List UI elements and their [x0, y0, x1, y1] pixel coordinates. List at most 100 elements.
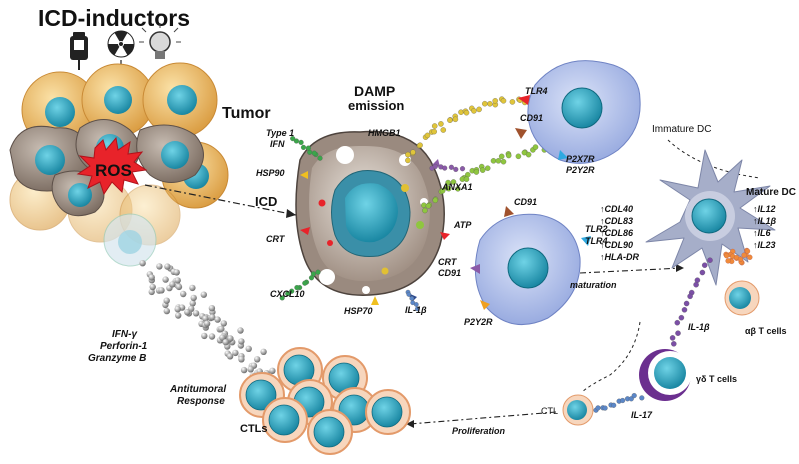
granzyme-label: Granzyme B [88, 353, 146, 364]
cytokine-dot [723, 253, 730, 259]
molecule-dot [308, 275, 315, 281]
molecule-dot [681, 307, 688, 313]
proliferation-label: Proliferation [452, 426, 506, 436]
proliferation-arrowhead [406, 420, 414, 428]
effector-bead [190, 294, 197, 302]
molecule-dot [417, 142, 423, 148]
molecule-dot [620, 397, 626, 404]
molecule-dot [458, 109, 464, 115]
ros-burst [76, 136, 148, 196]
effector-bead [162, 276, 169, 283]
dc-marker-label: ↑CDL83 [600, 216, 633, 226]
molecule-dot [683, 300, 690, 307]
molecule-dot [459, 166, 466, 172]
il1b-cell-label: IL-1β [405, 305, 427, 315]
hmgb1-label: HMGB1 [368, 128, 401, 138]
molecule-dot [500, 98, 507, 104]
molecule-dot [450, 179, 457, 185]
il17-label: IL-17 [631, 410, 653, 420]
molecule-dot [525, 151, 532, 158]
iv-bag-icon [70, 32, 88, 70]
molecule-dot [479, 167, 486, 173]
molecule-dot [693, 281, 699, 288]
molecule-dot [628, 396, 634, 402]
effector-bead [208, 305, 216, 312]
dc-cytokine-label: ↑IL12 [753, 204, 776, 214]
perforin-label: Perforin-1 [100, 341, 148, 352]
effector-bead [247, 366, 254, 373]
crt-left-label: CRT [266, 234, 286, 244]
maturation-arrow [579, 267, 683, 274]
effector-bead [164, 263, 171, 270]
molecule-dot [431, 128, 437, 135]
effector-bead [148, 288, 155, 296]
ctl-label: CTL [541, 406, 558, 416]
molecule-dot [452, 116, 459, 123]
molecule-dot [595, 405, 601, 411]
molecule-dot [439, 188, 446, 194]
effector-bead [220, 320, 227, 327]
crt-right-label: CRT [438, 257, 458, 267]
molecule-dot [305, 145, 311, 151]
dc-marker-label: ↑CDL40 [600, 204, 633, 214]
tlr4-mid-label: TLR4 [585, 236, 608, 246]
molecule-dot [440, 127, 447, 133]
molecule-dot [674, 319, 681, 326]
molecule-dot [602, 405, 608, 411]
effector-bead [222, 339, 229, 346]
effector-bead [180, 290, 187, 298]
effector-bead [189, 284, 196, 292]
molecule-dot [302, 280, 308, 286]
effector-molecule-stream [139, 260, 278, 392]
gd-tcells-label: γδ T cells [696, 374, 737, 384]
proliferation-arrow [409, 411, 557, 425]
p2x7r-label: P2X7R [566, 154, 595, 164]
dc-cytokine-label: ↑IL23 [753, 240, 776, 250]
molecule-dot [532, 144, 539, 150]
molecule-dot [442, 165, 448, 171]
cytokine-dot [744, 248, 751, 254]
molecule-dot [476, 106, 482, 113]
molecule-dot [671, 341, 677, 347]
effector-bead [158, 287, 165, 294]
molecule-dot [311, 150, 317, 156]
molecule-dot [289, 288, 295, 294]
effector-bead [184, 309, 191, 316]
cd91-mid-top-label: CD91 [514, 197, 537, 207]
molecule-dot [447, 117, 453, 123]
molecule-dot [701, 262, 708, 268]
molecule-dot [317, 155, 323, 161]
molecule-dot [492, 98, 498, 104]
molecule-dot [455, 186, 461, 192]
tlr2-label: TLR2 [585, 224, 608, 234]
molecule-dot [406, 292, 412, 297]
molecule-dot [699, 269, 706, 276]
immature-dc-middle [470, 206, 591, 325]
effector-bead [174, 277, 181, 284]
effector-bead [175, 312, 182, 319]
anxa1-chain [429, 163, 466, 172]
molecule-dot [509, 99, 516, 105]
maturation-arrowhead [676, 264, 684, 272]
effector-bead [238, 356, 245, 363]
cytokine-dot [737, 256, 744, 262]
effector-bead [169, 281, 176, 288]
molecule-dot [631, 393, 637, 399]
effector-bead [237, 327, 244, 334]
molecule-dot [294, 285, 300, 291]
effector-bead [175, 283, 183, 291]
effector-bead [149, 283, 156, 291]
effector-bead [156, 263, 163, 270]
effector-bead [208, 333, 216, 340]
dc-marker-label: ↑HLA-DR [600, 252, 639, 262]
molecule-dot [445, 179, 451, 186]
molecule-dot [422, 207, 428, 214]
molecule-dot [279, 295, 285, 301]
response-label: Response [177, 396, 225, 407]
atp-label: ATP [453, 220, 472, 230]
gd-t-cell [639, 349, 692, 401]
molecule-dot [639, 395, 645, 401]
effector-bead [200, 291, 207, 298]
p2y2r-mid-label: P2Y2R [464, 317, 493, 327]
ctls-label: CTLs [240, 423, 268, 435]
